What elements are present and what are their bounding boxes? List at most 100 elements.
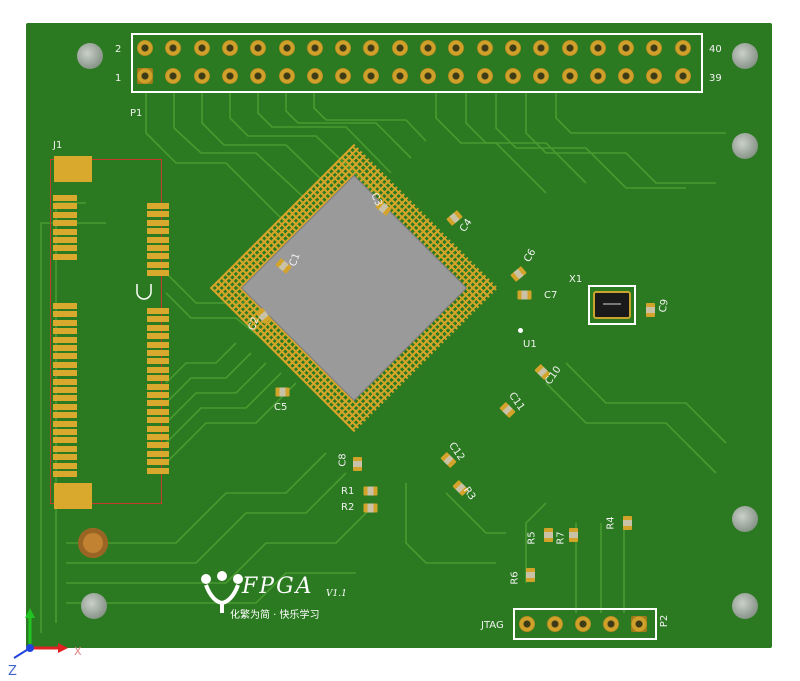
j1-pin: [53, 395, 77, 402]
p1-pin: [391, 68, 408, 84]
j1-pin: [147, 467, 169, 474]
r2-label: R2: [341, 502, 355, 513]
x1-outline: [588, 285, 636, 325]
p1-pin: [646, 40, 663, 56]
j1-pin: [147, 383, 169, 390]
j1-pin: [147, 417, 169, 424]
p1-pin: [221, 68, 238, 84]
logo-subtitle: 化繁为简 · 快乐学习: [230, 610, 320, 621]
hole-ring: [78, 528, 108, 558]
j1-pin: [147, 358, 169, 365]
j1-pin: [147, 219, 169, 226]
j1-ref-label: J1: [53, 140, 63, 151]
j1-pin: [53, 462, 77, 469]
p1-pin: [193, 40, 210, 56]
svg-text:X: X: [74, 645, 82, 658]
mounting-hole-icon: [77, 43, 103, 69]
p1-pin: [589, 40, 606, 56]
p1-pin: [335, 68, 352, 84]
j1-pin: [53, 361, 77, 368]
j1-pin: [147, 316, 169, 323]
cap-c9: [646, 303, 655, 317]
j1-pin: [147, 324, 169, 331]
j1-pin: [147, 203, 169, 209]
r1-label: R1: [341, 486, 355, 497]
j1-pin: [53, 429, 77, 435]
res-r1: [363, 486, 378, 496]
r5-label: R5: [526, 531, 538, 545]
j1-pin: [53, 195, 77, 201]
c7-label: C7: [544, 290, 558, 301]
copper-traces: [40, 93, 727, 633]
p1-pin1-label: 1: [115, 73, 122, 84]
j1-pin: [147, 450, 169, 457]
p1-pin: [618, 40, 635, 56]
j1-pin: [147, 400, 169, 407]
j1-pin: [53, 203, 77, 210]
j1-mount-pad: [54, 483, 92, 509]
r7-label: R7: [555, 531, 567, 545]
j1-pin: [147, 211, 169, 218]
logo-title: FPGA: [242, 574, 314, 599]
mounting-hole-icon: [732, 506, 758, 532]
p1-pin: [250, 68, 267, 84]
j1-pin: [147, 442, 169, 449]
j1-pin: [53, 445, 77, 452]
j1-pin: [147, 228, 169, 235]
r6-label: R6: [509, 571, 521, 585]
j1-pin: [147, 308, 169, 314]
res-r7: [569, 528, 578, 542]
j1-pin: [147, 408, 169, 415]
u1-pin1-dot: [518, 328, 523, 333]
p1-pin: [278, 40, 295, 56]
cap-c8: [353, 457, 362, 471]
p1-ref-label: P1: [130, 108, 143, 119]
p1-pin: [221, 40, 238, 56]
jtag-pin: [631, 616, 647, 632]
mounting-hole-icon: [732, 43, 758, 69]
j1-pin: [147, 425, 169, 432]
jtag-pin: [547, 616, 563, 632]
j1-pin: [147, 392, 169, 398]
p1-header-outline: [131, 33, 703, 93]
j1-pin: [53, 353, 77, 360]
p1-pin: [561, 40, 578, 56]
cap-c7: [517, 290, 532, 300]
jtag-pin: [519, 616, 535, 632]
j1-pin: [53, 336, 77, 343]
cap-c5: [275, 387, 290, 397]
j1-pin: [147, 261, 169, 268]
u1-ref-label: U1: [523, 339, 537, 350]
j1-pin: [147, 459, 169, 466]
jtag-outline: [513, 608, 657, 640]
j1-pin: [53, 370, 77, 377]
p1-pin: [306, 68, 323, 84]
p1-pin: [363, 40, 380, 56]
p1-pin: [420, 68, 436, 84]
p1-pin: [561, 68, 578, 84]
j1-pin: [147, 350, 169, 356]
x1-crystal: [593, 291, 631, 319]
p1-pin: [137, 68, 153, 84]
p1-pin: [476, 68, 493, 84]
p1-pin: [674, 40, 691, 56]
res-r4: [623, 516, 632, 530]
p1-pin2-label: 2: [115, 44, 122, 55]
p1-pin: [533, 40, 550, 56]
j1-pin: [53, 237, 77, 243]
p1-pin: [137, 40, 153, 56]
p1-pin: [674, 68, 691, 84]
j1-pin: [53, 420, 77, 427]
j1-pin: [147, 245, 169, 251]
j1-outline: [50, 159, 162, 504]
p1-pin: [448, 40, 465, 56]
axis-gizmo-icon: Z X: [8, 608, 82, 679]
p1-pin: [618, 68, 635, 84]
j1-pin: [53, 403, 77, 410]
p1-pin: [476, 40, 493, 56]
r4-label: R4: [605, 516, 617, 530]
j1-pin: [147, 253, 169, 260]
p1-pin: [306, 40, 323, 56]
p1-pin: [165, 68, 182, 84]
mounting-hole-icon: [732, 593, 758, 619]
